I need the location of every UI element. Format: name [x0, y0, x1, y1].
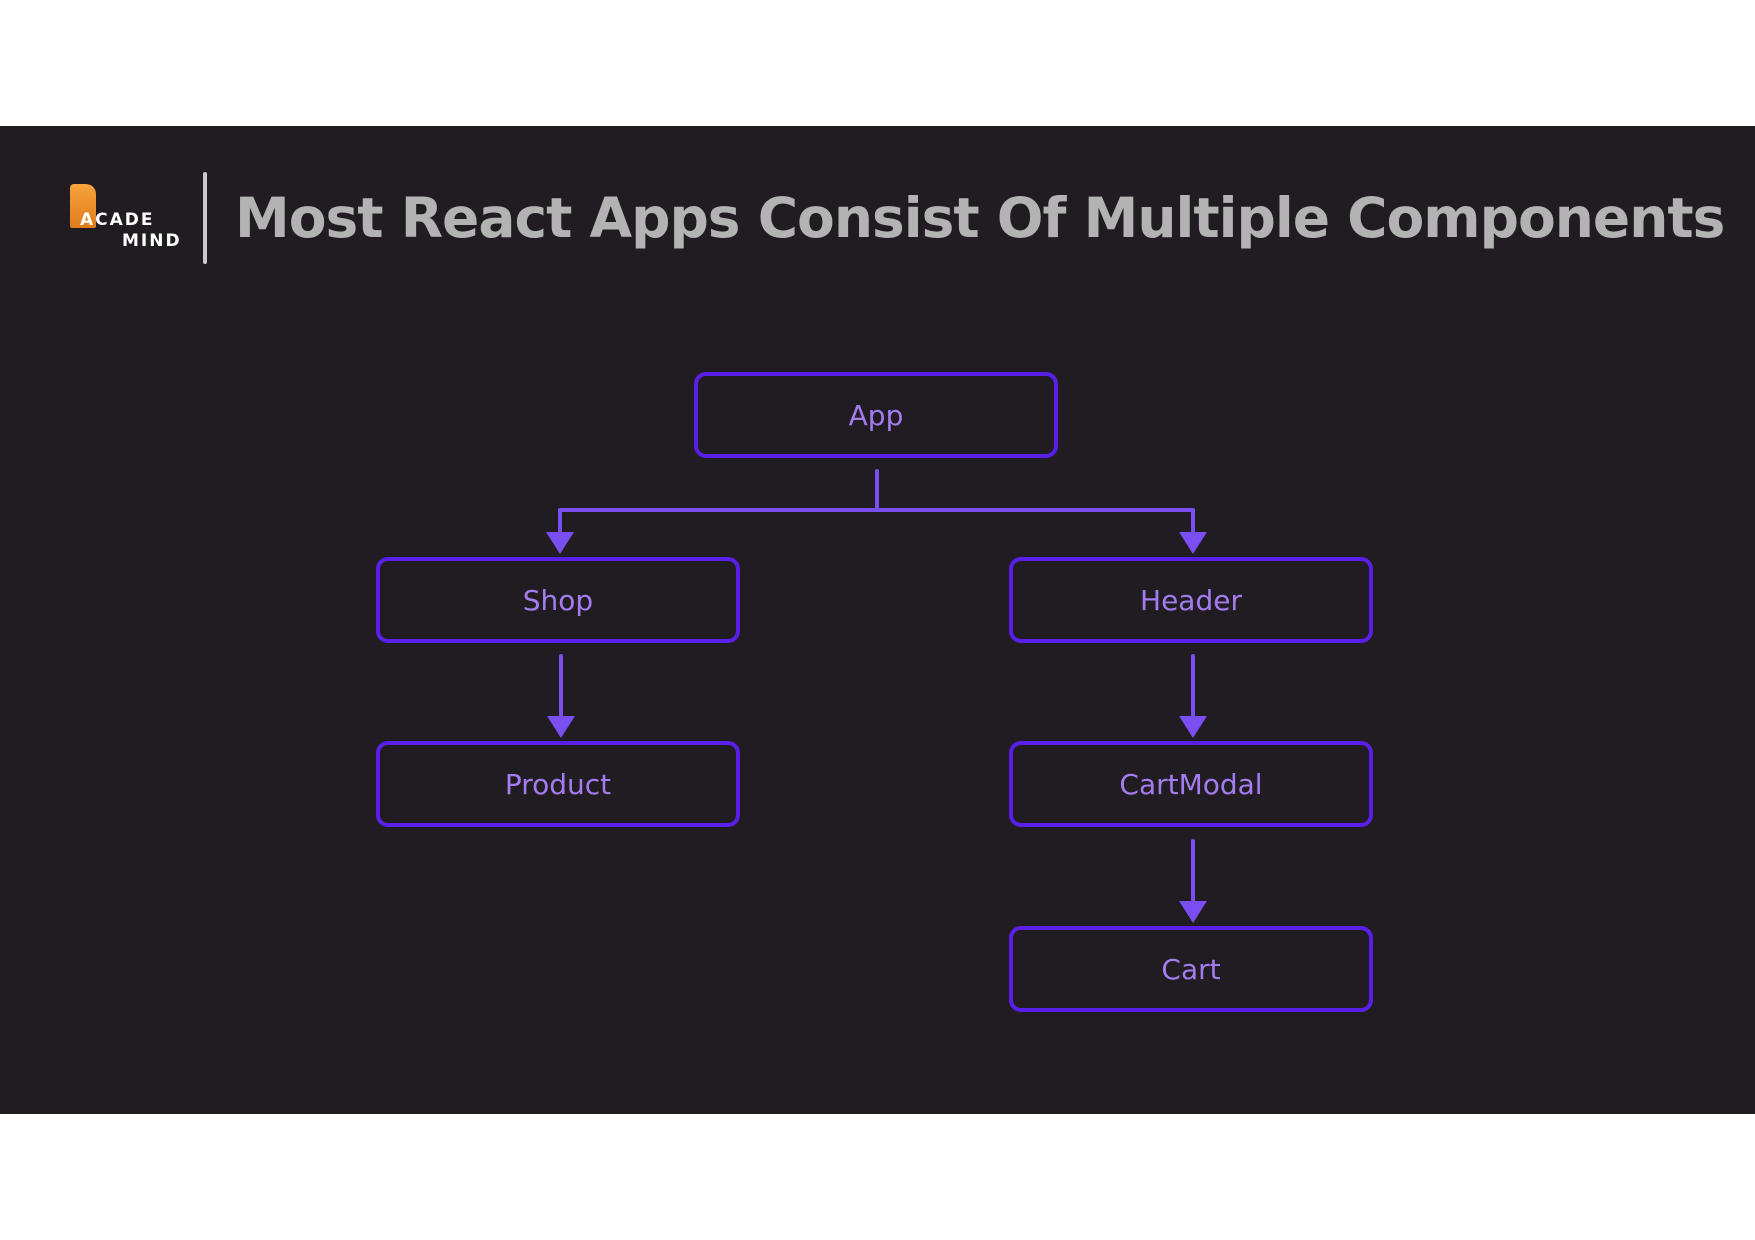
arrowhead-header — [1179, 532, 1207, 554]
node-app: App — [694, 372, 1058, 458]
arrowhead-cart — [1179, 901, 1207, 923]
slide: ACADE MIND Most React Apps Consist Of Mu… — [0, 126, 1755, 1114]
logo-mark-icon — [70, 184, 96, 228]
arrowhead-shop — [546, 532, 574, 554]
title-divider — [203, 172, 207, 264]
logo-text-line2: MIND — [122, 231, 182, 251]
node-cartmodal: CartModal — [1009, 741, 1373, 827]
logo-text-line1: ACADE — [80, 210, 155, 230]
arrowhead-cartmodal — [1179, 716, 1207, 738]
slide-title: Most React Apps Consist Of Multiple Comp… — [235, 186, 1725, 250]
node-cart: Cart — [1009, 926, 1373, 1012]
connectors-layer — [546, 469, 1207, 923]
component-tree-diagram: App Shop Header Product CartModal Cart — [0, 126, 1755, 1114]
academind-logo: ACADE MIND — [66, 182, 194, 262]
node-product: Product — [376, 741, 740, 827]
node-header: Header — [1009, 557, 1373, 643]
arrowhead-product — [547, 716, 575, 738]
node-shop: Shop — [376, 557, 740, 643]
